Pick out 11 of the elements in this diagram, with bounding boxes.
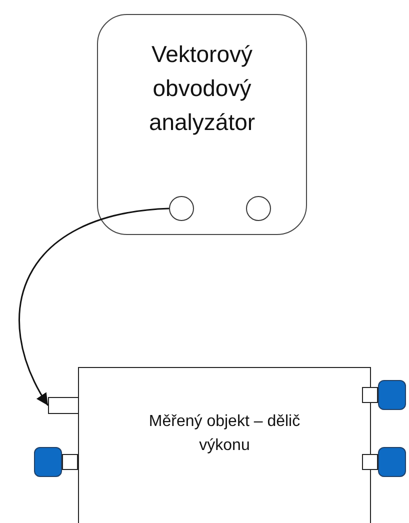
open-port: [48, 397, 79, 414]
device-box: [78, 367, 371, 523]
arrow: [18, 208, 170, 406]
port-circle: [168, 196, 194, 220]
terminated-port: [34, 447, 78, 477]
terminated-port: [362, 447, 406, 477]
analyzer-label: Vektorový obvodový analyzátor: [148, 40, 256, 137]
analyzer-box: [97, 14, 307, 235]
device-label: Měřený objekt – dělič výkonu: [148, 412, 302, 456]
terminated-port: [362, 380, 406, 410]
port-circle: [246, 196, 270, 220]
